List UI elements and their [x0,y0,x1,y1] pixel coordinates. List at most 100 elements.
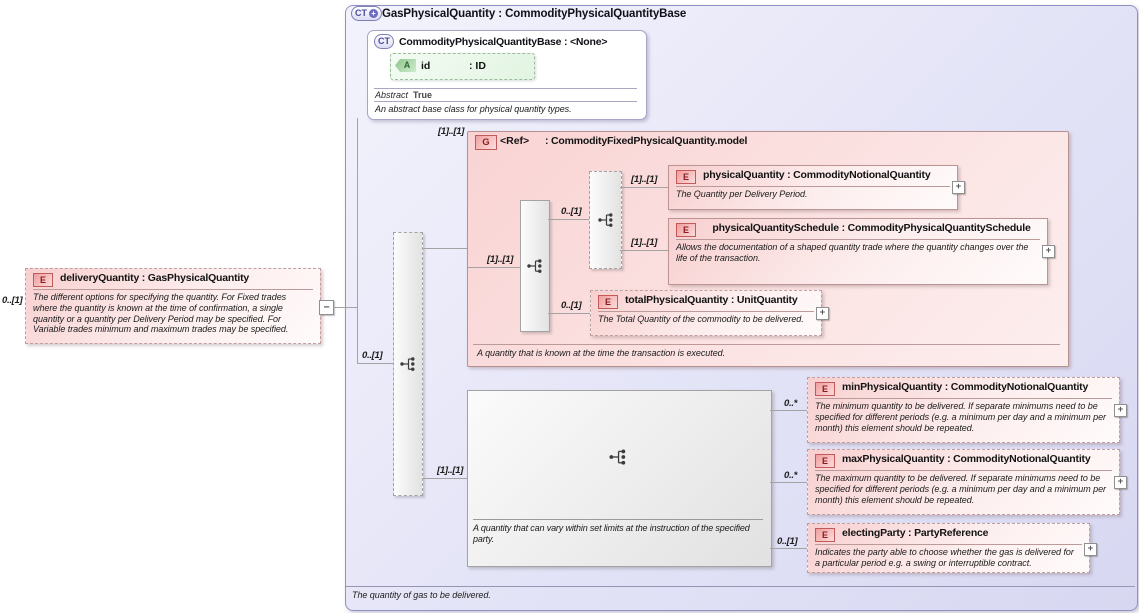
connector-line [357,363,393,364]
cardinality-label: 0..[1] [561,300,582,311]
element-title: physicalQuantitySchedule : CommodityPhys… [712,222,1031,234]
element-title: electingParty : PartyReference [842,527,989,539]
compositor-icon [400,357,415,371]
element-title: deliveryQuantity : GasPhysicalQuantity [60,272,250,284]
cardinality-label: [1]..[1] [437,465,464,476]
base-class-annotation: An abstract base class for physical quan… [375,104,572,114]
divider [815,544,1082,545]
divider [815,398,1112,399]
collapse-button[interactable]: − [319,300,334,315]
expand-button[interactable]: + [952,181,965,194]
element-annotation: The maximum quantity to be delivered. If… [815,473,1106,505]
expand-button[interactable]: + [816,307,829,320]
cardinality-label: 0..[1] [2,295,23,306]
cardinality-label: 0..[1] [777,536,798,547]
divider [676,186,950,187]
attribute-badge: A [395,59,416,72]
badge-text: CT [355,8,367,18]
cardinality-label: [1]..[1] [487,254,514,265]
connector-line [770,482,807,483]
divider [473,344,1060,345]
attribute-name: id [421,60,431,72]
choice-compositor [393,232,423,496]
element-title: totalPhysicalQuantity : UnitQuantity [625,294,798,306]
attribute-type: : ID [469,60,486,72]
expand-button[interactable]: + [1114,476,1127,489]
divider [346,586,1135,587]
element-badge: E [815,528,835,542]
element-badge: E [598,295,618,309]
divider [815,470,1112,471]
divider [473,519,763,520]
group-badge: G [475,135,497,150]
connector-line [620,250,668,251]
connector-line [422,248,468,249]
compositor-icon [597,213,612,227]
connector-line [548,219,589,220]
cardinality-label: [1]..[1] [438,126,465,137]
connector-line [770,548,807,549]
choice-compositor [589,171,622,269]
abstract-value: True [413,90,433,100]
abstract-label: Abstract [375,90,409,100]
element-annotation: The minimum quantity to be delivered. If… [815,401,1106,433]
plus-icon: + [369,9,378,18]
connector-line [333,307,357,308]
divider [374,88,637,89]
page-title: GasPhysicalQuantity : CommodityPhysicalQ… [382,8,687,20]
element-badge: E [815,382,835,396]
element-title: minPhysicalQuantity : CommodityNotionalQ… [842,381,1089,393]
compositor-icon [527,259,542,273]
connector-line [548,313,590,314]
element-annotation: The Quantity per Delivery Period. [676,189,808,199]
cardinality-label: 0..[1] [362,350,383,361]
element-badge: E [33,273,53,287]
element-badge: E [815,454,835,468]
connector-line [422,478,468,479]
cardinality-label: 0..* [784,470,798,481]
attribute-id[interactable]: A id : ID [390,53,535,80]
divider [598,311,814,312]
connector-line [770,410,807,411]
badge-text: CT [378,36,390,46]
cardinality-label: 0..* [784,398,798,409]
element-title: maxPhysicalQuantity : CommodityNotionalQ… [842,453,1091,465]
root-annotation: The quantity of gas to be delivered. [352,590,491,600]
compositor-icon [609,449,626,465]
group-annotation: A quantity that can vary within set limi… [473,523,750,544]
cardinality-label: [1]..[1] [631,174,658,185]
cardinality-label: [1]..[1] [631,237,658,248]
expand-button[interactable]: + [1084,543,1097,556]
element-annotation: The Total Quantity of the commodity to b… [598,314,804,324]
element-annotation: Allows the documentation of a shaped qua… [676,242,1029,263]
connector-line [468,267,520,268]
connector-line [620,187,668,188]
element-badge: E [676,223,696,237]
connector-line [357,118,358,363]
group-annotation: A quantity that is known at the time the… [477,348,726,358]
group-type: : CommodityFixedPhysicalQuantity.model [545,135,748,147]
divider [33,289,313,290]
complex-type-badge-base: CT [374,34,394,49]
element-badge: E [676,170,696,184]
expand-button[interactable]: + [1114,404,1127,417]
complex-type-badge: CT+ [351,6,382,21]
element-title: physicalQuantity : CommodityNotionalQuan… [703,169,931,181]
sequence-compositor [520,200,550,332]
cardinality-label: 0..[1] [561,206,582,217]
group-name: <Ref> [500,135,530,147]
base-class-title: CommodityPhysicalQuantityBase : <None> [399,36,608,48]
expand-button[interactable]: + [1042,245,1055,258]
divider [676,239,1040,240]
divider [374,101,637,102]
variable-quantity-group[interactable] [467,390,772,567]
element-annotation: Indicates the party able to choose wheth… [815,547,1074,568]
